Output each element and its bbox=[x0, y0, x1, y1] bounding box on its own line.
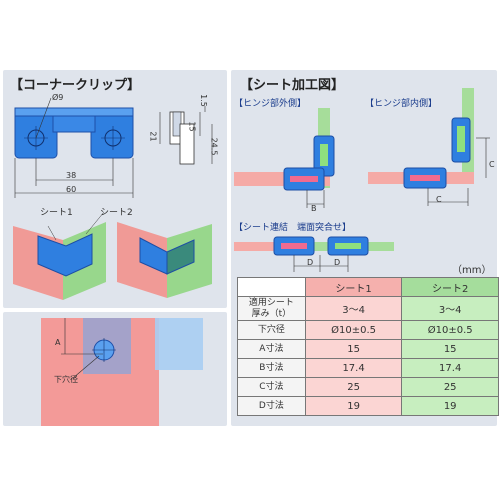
cell-sheet2-hole: Ø10±0.5 bbox=[401, 320, 499, 340]
table-row: B寸法 17.4 17.4 bbox=[237, 358, 499, 378]
table-row: 下穴径 Ø10±0.5 Ø10±0.5 bbox=[237, 320, 499, 340]
table-corner-cell bbox=[237, 277, 306, 297]
header-sheet1: シート1 bbox=[304, 277, 403, 297]
row-label-a: A寸法 bbox=[237, 339, 306, 359]
assembly-illustration-inner bbox=[117, 222, 212, 298]
assembly-illustration-outer bbox=[13, 212, 106, 300]
dim-d-right-label: D bbox=[334, 258, 341, 267]
table-row: A寸法 15 15 bbox=[237, 339, 499, 359]
sheet-join-drawing bbox=[234, 236, 394, 272]
dim-v2: 21 bbox=[148, 131, 158, 142]
hinge-inner-label: 【ヒンジ部内側】 bbox=[365, 99, 438, 109]
hinge-outer-drawing bbox=[234, 108, 335, 208]
cell-sheet1-a: 15 bbox=[304, 339, 403, 359]
hinge-outer-label: 【ヒンジ部外側】 bbox=[234, 99, 307, 109]
dim-c-vertical-label: C bbox=[489, 160, 495, 169]
cell-sheet1-d: 19 bbox=[304, 396, 403, 416]
cell-sheet2-b: 17.4 bbox=[401, 358, 499, 378]
row-label-d: D寸法 bbox=[237, 396, 306, 416]
table-row: D寸法 19 19 bbox=[237, 396, 499, 416]
dim-v4: 24.5 bbox=[209, 137, 219, 156]
sheet1-label: シート1 bbox=[40, 208, 73, 218]
inner-width-label: 38 bbox=[66, 171, 77, 180]
corner-clip-title: 【コーナークリップ】 bbox=[10, 78, 141, 93]
dim-a-label: A bbox=[55, 338, 61, 347]
dim-v1: 1.5 bbox=[198, 94, 208, 107]
table-header-row: シート1 シート2 bbox=[237, 277, 499, 297]
cell-sheet2-c: 25 bbox=[401, 377, 499, 397]
sheet-processing-title: 【シート加工図】 bbox=[240, 78, 345, 93]
hole-diameter-label: Ø9 bbox=[52, 93, 64, 102]
sheet-join-label: 【シート連結 端面突合せ】 bbox=[234, 223, 352, 233]
pilot-hole-label: 下穴径 bbox=[54, 375, 78, 384]
clip-side-drawing bbox=[159, 106, 213, 165]
cell-sheet1-c: 25 bbox=[304, 377, 403, 397]
cell-sheet2-thickness: 3～4 bbox=[401, 296, 499, 321]
cell-sheet1-thickness: 3～4 bbox=[304, 296, 403, 321]
row-label-b: B寸法 bbox=[237, 358, 306, 378]
dim-b-label: B bbox=[311, 204, 317, 213]
cell-sheet2-a: 15 bbox=[401, 339, 499, 359]
cell-sheet2-d: 19 bbox=[401, 396, 499, 416]
dim-c-horizontal-label: C bbox=[436, 195, 442, 204]
row-label-thickness-text: 適用シート 厚み（t） bbox=[248, 297, 294, 319]
cell-sheet1-b: 17.4 bbox=[304, 358, 403, 378]
hinge-inner-drawing bbox=[368, 88, 490, 206]
row-label-hole: 下穴径 bbox=[237, 320, 306, 340]
row-label-c: C寸法 bbox=[237, 377, 306, 397]
row-label-thickness: 適用シート 厚み（t） bbox=[237, 296, 306, 321]
spec-table: シート1 シート2 適用シート 厚み（t） 3～4 3～4 下穴径 Ø10±0.… bbox=[237, 277, 499, 416]
hole-position-detail bbox=[41, 318, 203, 426]
table-row: 適用シート 厚み（t） 3～4 3～4 bbox=[237, 296, 499, 321]
unit-label: （mm） bbox=[452, 265, 492, 276]
table-row: C寸法 25 25 bbox=[237, 377, 499, 397]
cell-sheet1-hole: Ø10±0.5 bbox=[304, 320, 403, 340]
sheet2-label: シート2 bbox=[100, 208, 133, 218]
header-sheet2: シート2 bbox=[401, 277, 499, 297]
dim-v3: 15 bbox=[187, 121, 197, 132]
dim-d-left-label: D bbox=[307, 258, 314, 267]
clip-front-drawing bbox=[14, 97, 134, 198]
outer-width-label: 60 bbox=[66, 185, 77, 194]
